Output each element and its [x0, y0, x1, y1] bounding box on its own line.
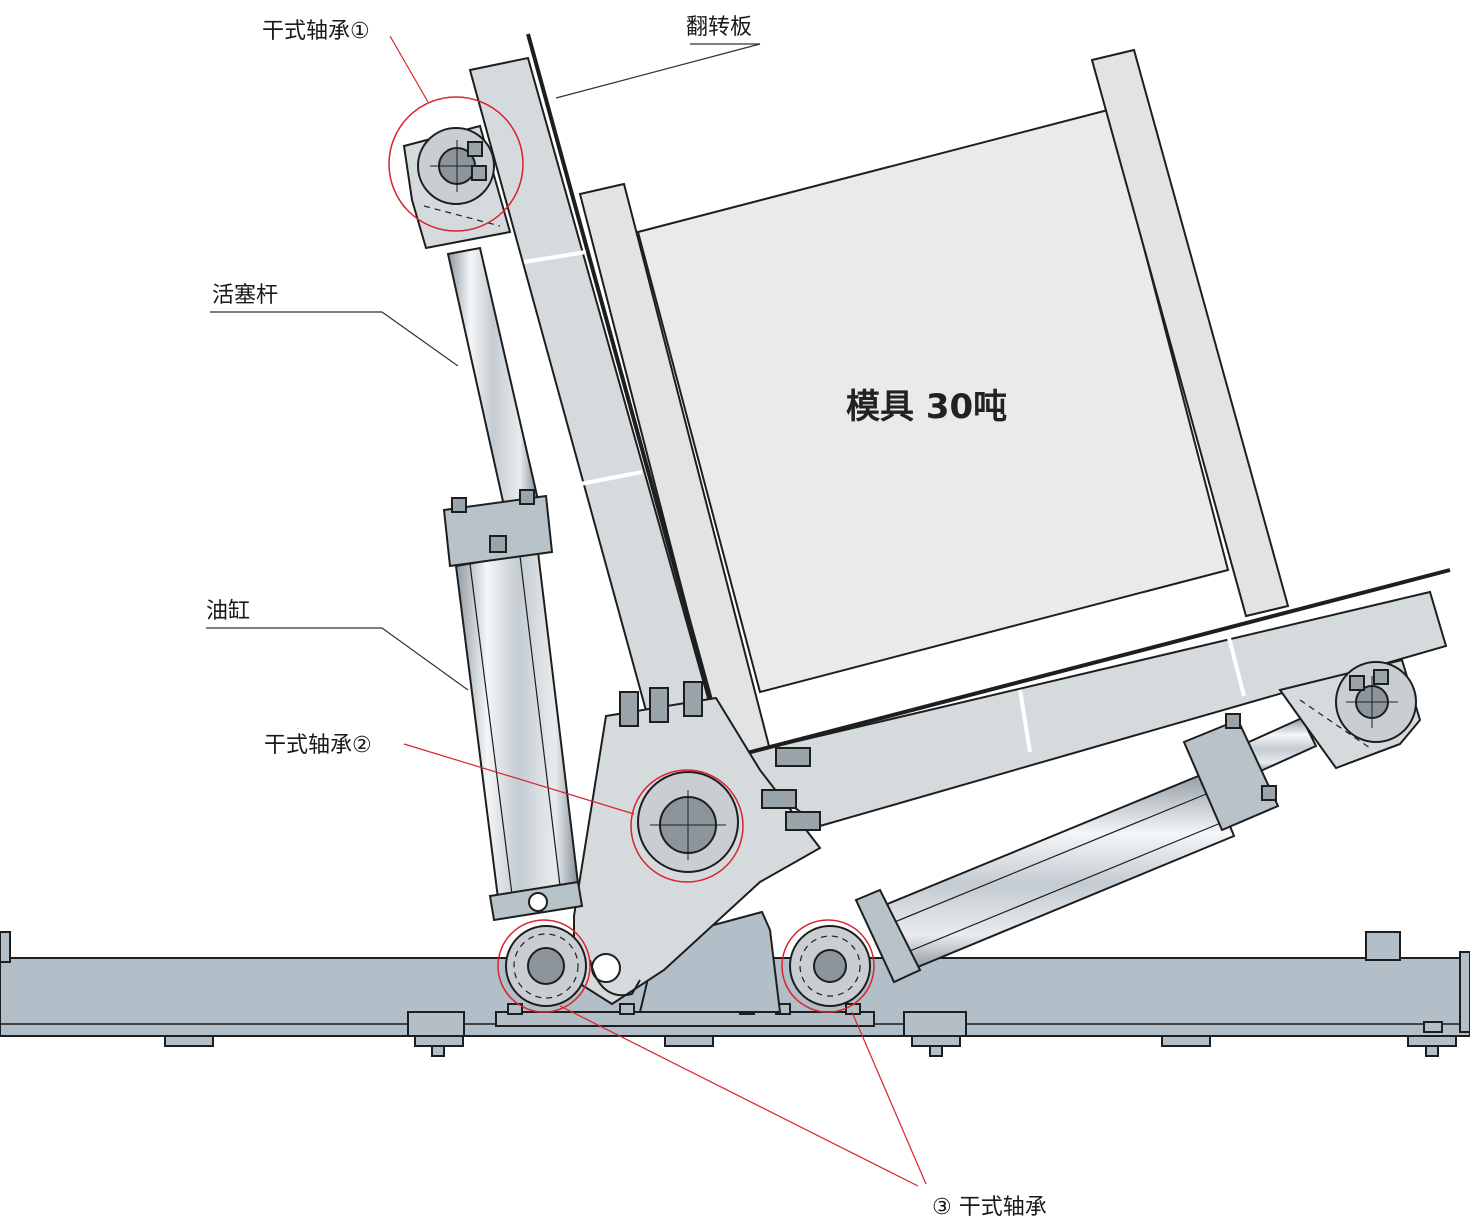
right-cylinder	[854, 713, 1318, 984]
label-piston-rod: 活塞杆	[212, 283, 278, 308]
highlight-bearing-1	[388, 96, 524, 232]
right-base-pivot	[789, 925, 871, 1007]
left-base-pivot	[505, 925, 641, 1007]
label-bearing-3: ③ 干式轴承	[932, 1195, 1047, 1220]
label-bearing-2: 干式轴承②	[264, 733, 372, 758]
highlight-bearing-3-right	[781, 919, 875, 1013]
label-bearing-1: 干式轴承①	[262, 19, 370, 44]
highlight-bearing-3-left	[497, 919, 591, 1013]
right-clevis	[1278, 658, 1422, 770]
highlight-bearing-2	[630, 769, 744, 883]
flip-plate	[468, 33, 1451, 828]
label-oil-cylinder: 油缸	[206, 599, 250, 624]
top-clevis	[402, 124, 512, 250]
label-mold-weight: 模具 30吨	[846, 387, 1007, 427]
mold-block	[578, 48, 1290, 762]
label-flip-plate: 翻转板	[686, 15, 752, 40]
leader-lines	[206, 35, 927, 1187]
left-cylinder	[442, 246, 584, 922]
bearing-highlights	[388, 96, 875, 1013]
pivot-bracket	[573, 681, 822, 1006]
